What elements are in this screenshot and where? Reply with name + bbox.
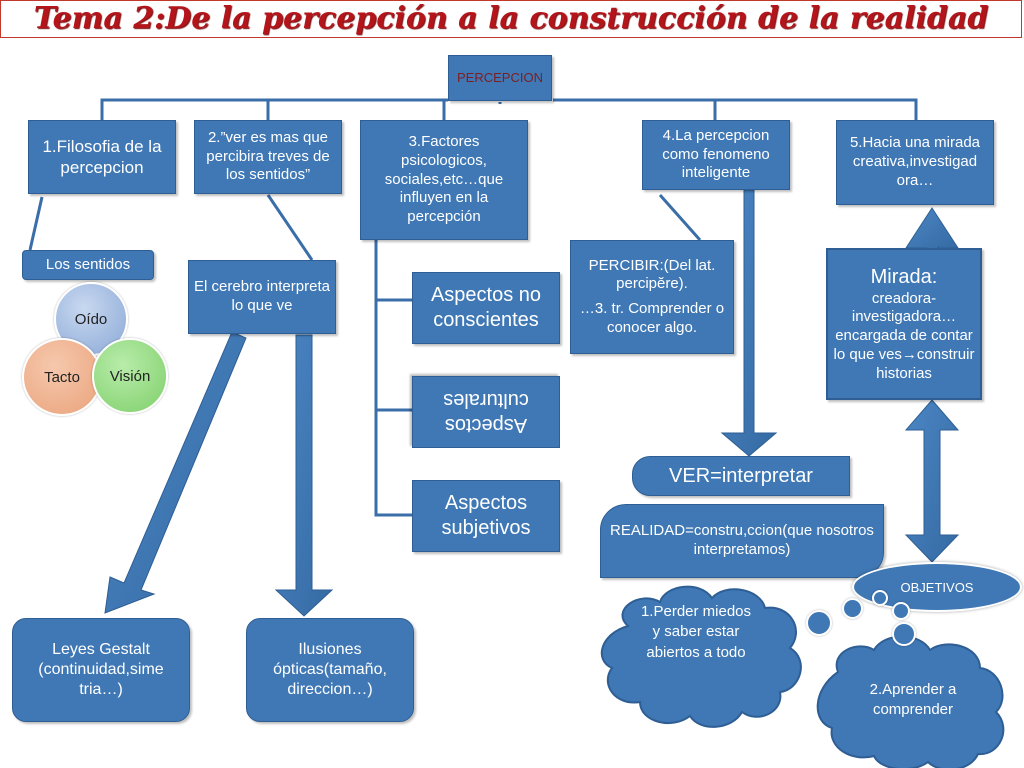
- branch-1-filosofia: 1.Filosofia de la percepcion: [28, 120, 176, 194]
- gestalt-box: Leyes Gestalt (continuidad,sime tria…): [12, 618, 190, 722]
- objetivo-1-text: 1.Perder miedos y saber estar abiertos a…: [640, 603, 752, 661]
- branch-3-factores: 3.Factores psicologicos, sociales,etc…qu…: [360, 120, 528, 240]
- arrow-to-ilusiones: [274, 334, 334, 617]
- thought-dot-1: [806, 610, 832, 636]
- thought-dot-5: [892, 622, 916, 646]
- circle-oido-label: Oído: [74, 310, 108, 328]
- branch-5-mirada-creativa: 5.Hacia una mirada creativa,investigad o…: [836, 120, 994, 205]
- arrow-to-branch5: [905, 207, 959, 251]
- page-title: Tema 2:De la percepción a la construcció…: [33, 1, 989, 36]
- sentidos-label: Los sentidos: [22, 250, 154, 280]
- double-arrow-objetivos: [904, 399, 960, 563]
- root-node-percepcion: PERCEPCION: [448, 55, 552, 101]
- circle-vision-label: Visión: [109, 367, 151, 385]
- thought-dot-4: [892, 602, 910, 620]
- mirada-body: creadora-investigadora…encargada de cont…: [833, 289, 975, 382]
- ver-interpretar-box: VER=interpretar: [632, 456, 850, 496]
- percibir-box: PERCIBIR:(Del lat. percipĕre). …3. tr. C…: [570, 240, 734, 354]
- thought-dot-2: [842, 598, 863, 619]
- cloud-objetivo-1: [600, 585, 802, 728]
- mirada-box: Mirada: creadora-investigadora…encargada…: [826, 248, 982, 400]
- realidad-box: REALIDAD=constru,ccion(que nosotros inte…: [600, 504, 884, 578]
- circle-tacto: Tacto: [22, 338, 102, 416]
- mirada-title: Mirada:: [870, 265, 938, 288]
- objetivo-2-text: 2.Aprender a comprender: [869, 681, 957, 719]
- aspectos-culturales: Aspectos culturales: [412, 376, 560, 448]
- ilusiones-box: Ilusiones ópticas(tamaño, direccion…): [246, 618, 414, 722]
- aspectos-no-conscientes: Aspectos no conscientes: [412, 272, 560, 344]
- tree-connectors: [28, 98, 918, 517]
- arrow-to-gestalt: [104, 331, 247, 614]
- aspectos-subjetivos: Aspectos subjetivos: [412, 480, 560, 552]
- branch-2-ver-es-mas: 2.”ver es mas que percibira treves de lo…: [194, 120, 342, 194]
- circle-vision: Visión: [92, 338, 168, 414]
- branch-4-fenomeno: 4.La percepcion como fenomeno inteligent…: [642, 120, 790, 190]
- title-bar: [0, 0, 1022, 38]
- thought-dot-3: [872, 590, 888, 606]
- circle-tacto-label: Tacto: [44, 368, 80, 386]
- arrow-to-ver: [720, 189, 778, 457]
- cerebro-box: El cerebro interpreta lo que ve: [188, 260, 336, 334]
- percibir-definition: PERCIBIR:(Del lat. percipĕre).: [588, 256, 716, 293]
- percibir-meaning: …3. tr. Comprender o conocer algo.: [579, 300, 725, 336]
